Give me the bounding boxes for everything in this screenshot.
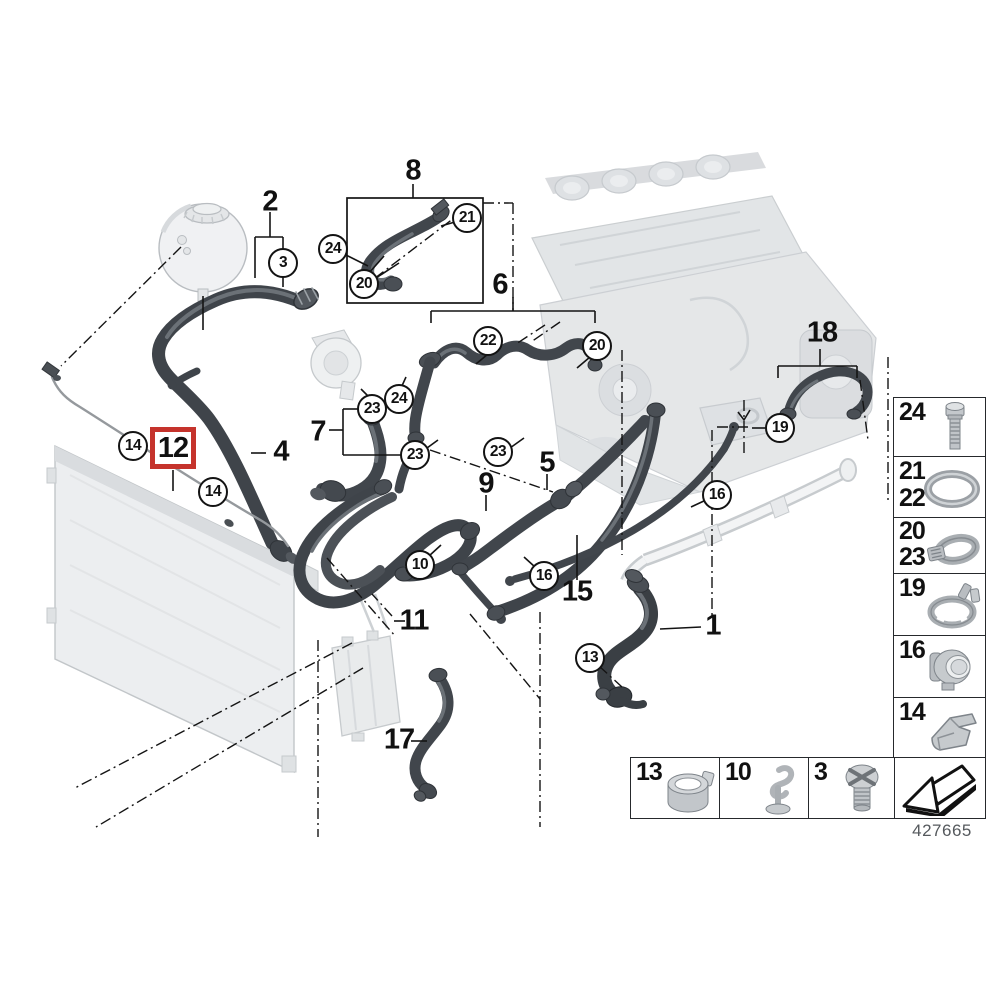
callout-11: 11 — [399, 604, 430, 637]
o-ring-icon — [924, 470, 980, 508]
callout-circle-20b: 20 — [582, 331, 612, 361]
coolant-reservoir-ghost — [331, 593, 401, 742]
hose-clamp-icon — [926, 533, 980, 565]
spring-band-clamp-icon — [927, 583, 981, 629]
radiator-ghost — [46, 444, 319, 774]
callout-7: 7 — [310, 415, 326, 448]
legend-box-21-22: 21 22 — [893, 456, 986, 519]
callout-circle-22: 22 — [473, 326, 503, 356]
legend-number: 10 — [725, 758, 752, 786]
callout-1: 1 — [705, 609, 721, 642]
callout-4: 4 — [273, 435, 289, 468]
hose-5 — [451, 415, 651, 576]
hose-4 — [152, 285, 319, 564]
callout-circle-24b: 24 — [384, 384, 414, 414]
legend-box-20-23: 20 23 — [893, 517, 986, 575]
legend-number: 3 — [814, 758, 828, 786]
spring-clip-icon — [765, 765, 795, 815]
connector-sleeve-icon — [929, 649, 971, 691]
callout-8: 8 — [405, 154, 421, 187]
callout-circle-24a: 24 — [318, 234, 348, 264]
callout-9: 9 — [478, 467, 494, 500]
hose-8 — [360, 198, 450, 292]
hose-17 — [409, 667, 454, 802]
legend-box-24: 24 — [893, 397, 986, 458]
callout-circle-23b: 23 — [400, 440, 430, 470]
legend-box-14: 14 — [893, 697, 986, 759]
legend-number: 19 — [899, 574, 926, 602]
callout-circle-14a: 14 — [118, 431, 148, 461]
legend-box-13: 13 — [630, 757, 721, 819]
diagram-number: 427665 — [912, 821, 972, 840]
legend-number: 23 — [899, 543, 926, 571]
callout-circle-13: 13 — [575, 643, 605, 673]
callout-15: 15 — [561, 575, 593, 608]
screw-plug-icon — [845, 764, 879, 812]
legend-box-16: 16 — [893, 635, 986, 699]
legend-number: 21 — [899, 457, 926, 485]
thermostat-ghost — [310, 329, 362, 401]
hoses — [41, 198, 873, 802]
retaining-clip-icon — [931, 713, 977, 751]
hose-6-branch — [409, 356, 436, 440]
legend-box-arrow — [893, 757, 986, 819]
callout-18: 18 — [806, 316, 838, 349]
coolant-pipe-ghost — [620, 458, 857, 584]
ring-clamp-icon — [667, 770, 715, 813]
callout-circle-16b: 16 — [702, 480, 732, 510]
hose-18 — [779, 366, 873, 421]
legend-number: 16 — [899, 636, 926, 664]
callout-circle-21: 21 — [452, 203, 482, 233]
highlight-box-12: 12 — [150, 427, 196, 469]
legend-number: 24 — [899, 398, 926, 426]
callout-5: 5 — [539, 446, 555, 479]
hose-1 — [595, 569, 658, 709]
direction-arrow-icon — [902, 764, 976, 816]
legend-number: 13 — [636, 758, 663, 786]
legend-number: 20 — [899, 517, 926, 545]
callout-circle-14b: 14 — [198, 477, 228, 507]
callout-circle-3: 3 — [268, 248, 298, 278]
callout-circle-23a: 23 — [357, 394, 387, 424]
hose-cluster-9-10 — [293, 442, 506, 624]
callout-circle-23c: 23 — [483, 437, 513, 467]
callout-circle-20a: 20 — [349, 269, 379, 299]
bolt-icon — [945, 402, 965, 450]
legend-number: 14 — [899, 698, 926, 726]
legend-box-10: 10 — [719, 757, 810, 819]
callout-circle-19: 19 — [765, 413, 795, 443]
legend-box-3: 3 — [808, 757, 895, 819]
callout-circle-10: 10 — [405, 550, 435, 580]
callout-6: 6 — [492, 268, 508, 301]
callout-circle-16a: 16 — [529, 561, 559, 591]
legend-box-19: 19 — [893, 573, 986, 637]
callout-17: 17 — [383, 723, 415, 756]
legend-number: 22 — [899, 484, 926, 512]
callout-2: 2 — [262, 185, 278, 218]
expansion-tank-ghost — [158, 202, 248, 302]
